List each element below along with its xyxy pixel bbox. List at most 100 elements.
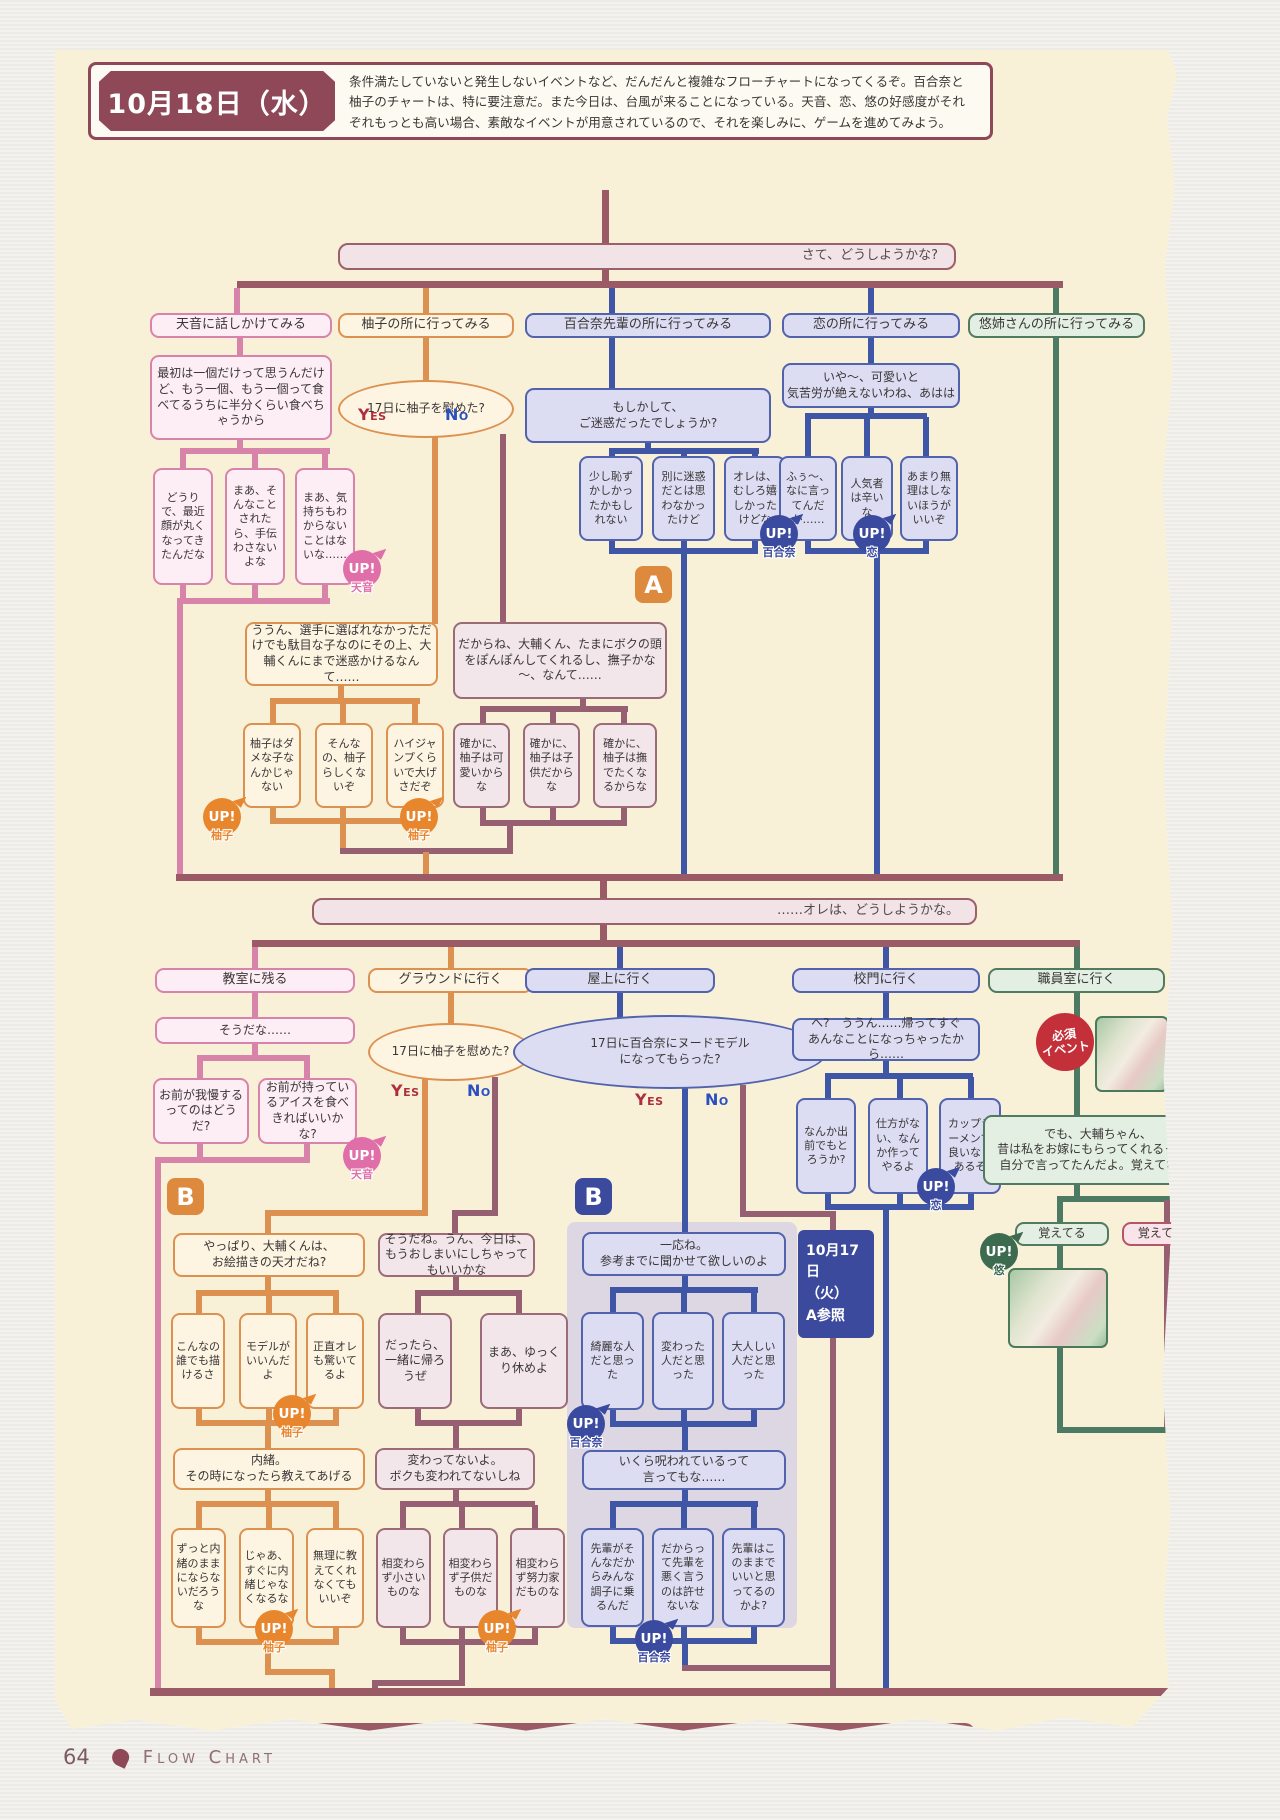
s1-amane-opt-1: どうりで、最近顔が丸くなってきたんだな — [153, 468, 213, 585]
flow-line — [340, 806, 346, 820]
flow-line — [400, 1639, 538, 1645]
flow-line — [237, 336, 243, 357]
flow-line — [609, 539, 615, 550]
flow-line — [196, 1408, 202, 1422]
description-line: 条件満たしていないと発生しないイベントなど、だんだんと複雑なフローチャートになっ… — [349, 74, 964, 89]
s2-header-ground: グラウンドに行く — [368, 968, 533, 993]
s1-koi-reply: いや～、可愛いと 気苦労が絶えないわね、あはは — [782, 363, 960, 408]
section-marker-b: B — [167, 1178, 204, 1215]
flow-line — [610, 1409, 616, 1423]
s2-staff-opt-forget: 覚えてない — [1122, 1222, 1177, 1246]
affection-up-badge: UP!柚子 — [273, 1395, 311, 1439]
flow-line — [507, 824, 513, 852]
flow-line — [459, 1505, 465, 1529]
flow-line — [682, 1085, 688, 1233]
flow-line — [400, 1505, 406, 1529]
badge-character-name: 天音 — [351, 1168, 373, 1181]
flow-line — [610, 1505, 616, 1529]
flow-line — [532, 1627, 538, 1641]
flow-line — [333, 1627, 339, 1641]
flow-line — [197, 1059, 203, 1079]
flow-line — [372, 1680, 465, 1686]
flow-line — [338, 684, 344, 700]
decision-label-yes: Yes — [635, 1090, 664, 1109]
s1-yurina-opt-1: 少し恥ずかしかったかもしれない — [579, 456, 643, 541]
flow-line — [234, 288, 240, 315]
flow-line — [864, 417, 870, 458]
bar-question-2: ……オレは、どうしようかな。 — [312, 898, 977, 925]
flow-line — [265, 1214, 271, 1234]
flow-line — [252, 583, 258, 600]
flow-line — [751, 1626, 757, 1640]
flow-line — [1190, 1433, 1196, 1690]
flow-line — [412, 702, 418, 725]
flow-line — [448, 991, 454, 1024]
s2-header-gate: 校門に行く — [792, 968, 980, 993]
flow-line — [196, 1290, 339, 1296]
flow-line — [459, 1627, 465, 1641]
flow-line — [968, 1193, 974, 1206]
flow-line — [453, 1424, 459, 1449]
flow-line — [452, 1214, 458, 1234]
flow-line — [805, 413, 927, 419]
flow-line — [830, 1215, 836, 1231]
flow-line — [600, 881, 607, 899]
flow-line — [237, 281, 1063, 288]
affection-up-badge: UP!柚子 — [203, 798, 241, 842]
flow-line — [237, 438, 243, 450]
flow-line — [550, 710, 556, 725]
section-marker-b: B — [575, 1178, 612, 1215]
s1-yuzu-yes-opt-2: そんなの、柚子らしくないぞ — [315, 723, 373, 808]
flow-line — [415, 1290, 522, 1296]
flow-line — [883, 991, 889, 1019]
date-label: 10月18日（水） — [99, 71, 335, 131]
flow-line — [645, 441, 651, 450]
flow-line — [480, 806, 486, 822]
s2-ground-question: 17日に柚子を慰めた? — [368, 1023, 533, 1081]
s1-yuzu-no-opt-2: 確かに、柚子は子供だからな — [523, 723, 580, 808]
flow-line — [751, 1505, 757, 1529]
s2-rooftop-question: 17日に百合奈にヌードモデル になってもらった? — [513, 1015, 827, 1089]
s1-amane-opt-2: まあ、そんなことされたら、手伝わさないよな — [225, 468, 285, 585]
flow-line — [265, 1489, 271, 1503]
affection-up-badge: UP!恋 — [853, 515, 891, 559]
affection-up-badge: UP!百合奈 — [567, 1405, 605, 1449]
flow-line — [600, 924, 607, 941]
decision-label-yes: Yes — [391, 1081, 420, 1100]
flow-line — [423, 288, 429, 315]
flow-line — [609, 288, 615, 315]
badge-character-name: 柚子 — [263, 1641, 285, 1654]
flow-line — [270, 698, 420, 704]
flow-line — [270, 806, 276, 820]
s2-rooftop-opt-1: 綺麗な人だと思った — [581, 1312, 644, 1410]
flow-line — [825, 1193, 831, 1206]
s2-gate-reply: へ? ううん……帰ってすぐ あんなことになっちゃったから…… — [792, 1016, 980, 1061]
flow-line — [252, 940, 1080, 947]
date-header-frame: 10月18日（水） 条件満たしていないと発生しないイベントなど、だんだんと複雑な… — [88, 62, 993, 140]
description-line: ぞれもっとも高い場合、素敵なイベントが用意されているので、それを楽しみに、ゲーム… — [349, 114, 952, 130]
flow-line — [155, 1157, 310, 1163]
flow-line — [180, 452, 186, 470]
flow-line — [516, 1408, 522, 1422]
flow-line — [516, 1294, 522, 1314]
badge-character-name: 柚子 — [281, 1426, 303, 1439]
flow-line — [610, 1287, 758, 1293]
s2-ground-no-opt-4: 相変わらず子供だものな — [443, 1528, 498, 1628]
flow-line — [682, 1665, 830, 1671]
flow-line — [422, 1077, 428, 1214]
s1-header-yurina: 百合奈先輩の所に行ってみる — [525, 313, 771, 338]
s2-ground-yes-reply-2: 内緒。 その時になったら教えてあげる — [173, 1448, 365, 1490]
s1-header-amane: 天音に話しかけてみる — [150, 313, 332, 338]
flow-line — [196, 1627, 202, 1641]
s1-yurina-reply: もしかして、 ご迷惑だったでしょうか? — [525, 388, 771, 443]
flow-line — [1074, 947, 1080, 969]
s1-amane-opt-3: まあ、気持ちもわからないことはないな…… — [295, 468, 355, 585]
description-line: 柚子のチャートは、特に要注意だ。また今日は、台風が来ることになっている。天音、恋… — [349, 94, 965, 110]
badge-tail-icon — [372, 546, 387, 561]
badge-character-name: 百合奈 — [569, 1436, 603, 1449]
flow-line — [265, 1424, 271, 1449]
flow-line — [333, 1505, 339, 1529]
flow-line — [825, 1077, 831, 1099]
guidebook-page: 10月18日（水） 条件満たしていないと発生しないイベントなど、だんだんと複雑な… — [55, 50, 1177, 1731]
decision-label-no: No — [705, 1090, 729, 1109]
